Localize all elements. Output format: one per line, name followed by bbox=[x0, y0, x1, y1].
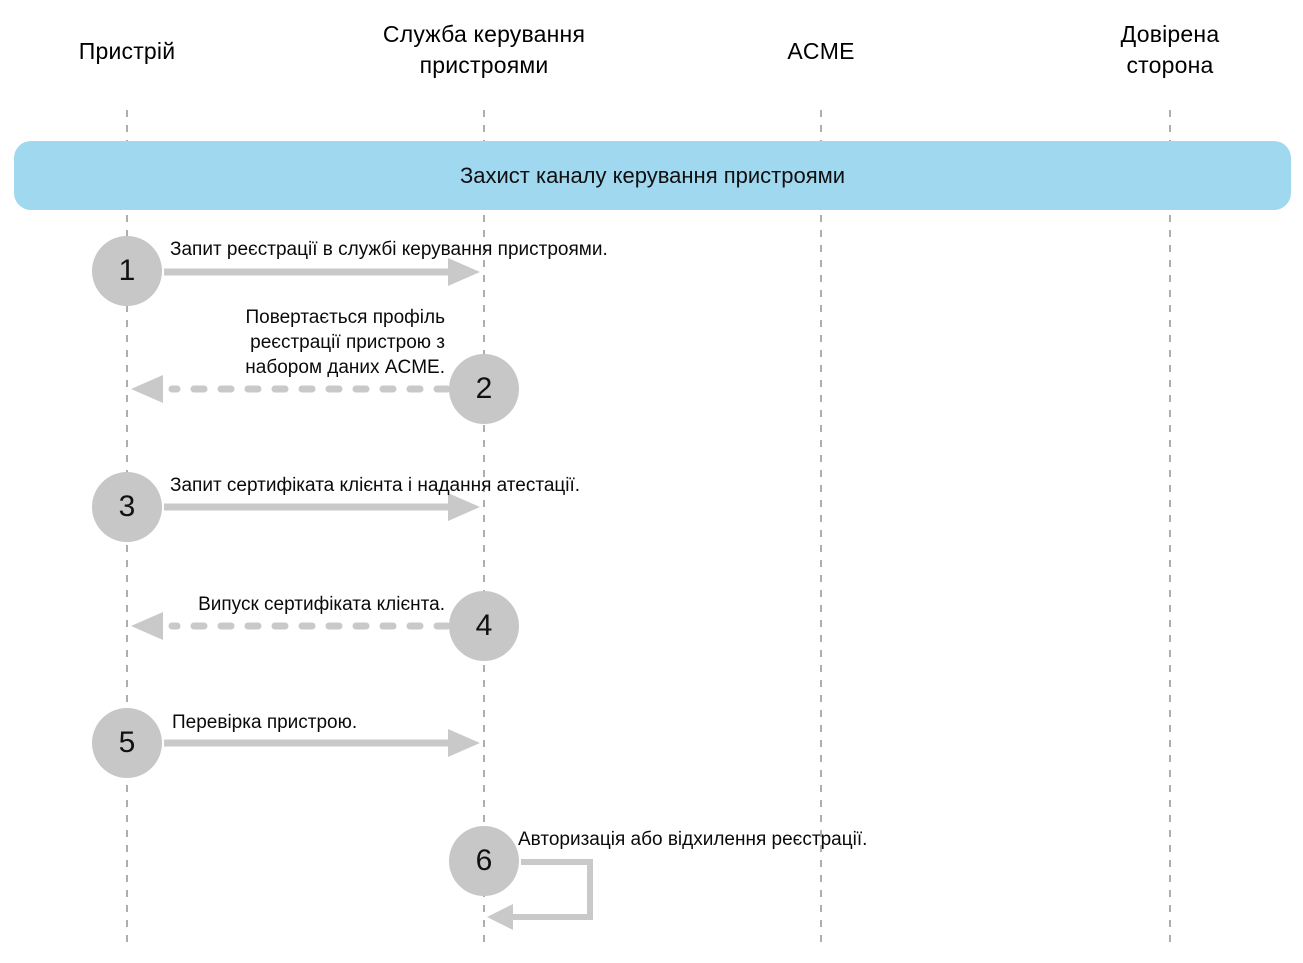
arrowhead-left-icon bbox=[131, 612, 163, 640]
arrow-step-4 bbox=[131, 612, 451, 640]
arrowhead-right-icon bbox=[448, 258, 480, 286]
step-5-label: Перевірка пристрою. bbox=[172, 712, 358, 733]
arrow-step-1 bbox=[164, 258, 480, 286]
arrow-step-6-self-loop bbox=[487, 859, 593, 930]
step-6-badge: 6 bbox=[449, 826, 519, 896]
step-4-label: Випуск сертифіката клієнта. bbox=[198, 594, 445, 615]
step-3-badge: 3 bbox=[92, 472, 162, 542]
actor-mdm-service: Служба керування пристроями bbox=[382, 21, 586, 78]
step-1-badge: 1 bbox=[92, 236, 162, 306]
step-3-label: Запит сертифіката клієнта і надання атес… bbox=[170, 475, 581, 496]
actor-acme: ACME bbox=[787, 38, 855, 64]
step-4-badge: 4 bbox=[449, 591, 519, 661]
arrowhead-left-icon bbox=[487, 904, 513, 930]
channel-security-banner: Захист каналу керування пристроями bbox=[14, 141, 1291, 210]
arrowhead-right-icon bbox=[448, 729, 480, 757]
step-2-badge: 2 bbox=[449, 354, 519, 424]
arrowhead-left-icon bbox=[131, 375, 163, 403]
step-5-badge: 5 bbox=[92, 708, 162, 778]
banner-label: Захист каналу керування пристроями bbox=[459, 162, 846, 188]
actor-device: Пристрій bbox=[78, 38, 176, 64]
step-6-label: Авторизація або відхилення реєстрації. bbox=[518, 829, 868, 850]
actor-trusted-party: Довірена сторона bbox=[1120, 21, 1220, 78]
step-2-label: Повертається профіль реєстрації пристрою… bbox=[245, 307, 445, 378]
arrowhead-right-icon bbox=[448, 493, 480, 521]
arrow-step-5 bbox=[164, 729, 480, 757]
arrow-step-2 bbox=[131, 375, 451, 403]
step-1-label: Запит реєстрації в службі керування прис… bbox=[170, 239, 608, 260]
arrow-step-3 bbox=[164, 493, 480, 521]
